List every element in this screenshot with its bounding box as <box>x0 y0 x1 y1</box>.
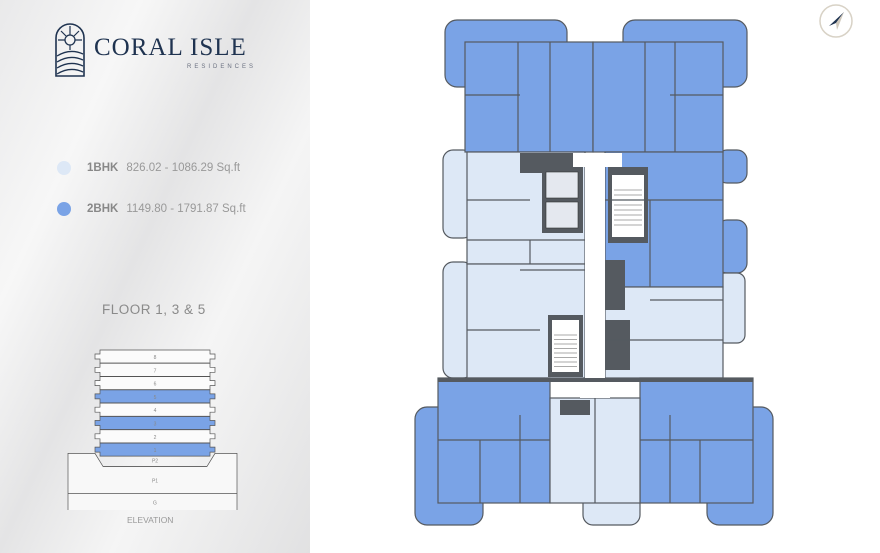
floor-number: 3 <box>154 422 157 428</box>
floor-number: 1 <box>154 448 157 454</box>
podium-outline <box>67 453 238 510</box>
floor-number: 7 <box>154 368 157 374</box>
elevator-car <box>545 201 579 229</box>
stair-flight <box>552 320 579 372</box>
floor-outline <box>94 442 216 457</box>
slab-wall <box>438 378 753 382</box>
floor-title: FLOOR 1, 3 & 5 <box>102 302 206 317</box>
core-wall <box>605 320 630 370</box>
legend-type: 1BHK <box>87 162 119 174</box>
core-wall <box>605 260 625 310</box>
legend-type: 2BHK <box>87 203 119 215</box>
brand-name: CORAL ISLE <box>94 34 247 61</box>
floor-number: 2 <box>154 435 157 441</box>
legend-item-1bhk: 1BHK 826.02 - 1086.29 Sq.ft <box>57 161 240 175</box>
elevation-floor-1: 1 <box>94 442 216 457</box>
brand-subtitle: RESIDENCES <box>187 64 257 70</box>
legend-area: 1149.80 - 1791.87 Sq.ft <box>126 203 246 215</box>
unit-2bhk <box>464 41 594 153</box>
elevation-label: ELEVATION <box>127 515 174 525</box>
floor-number: 5 <box>154 395 157 401</box>
info-panel: CORAL ISLE RESIDENCES 1BHK 826.02 - 1086… <box>0 0 310 553</box>
elevator-car <box>545 171 579 199</box>
podium-label: P1 <box>152 478 158 484</box>
stair-flight <box>612 175 644 237</box>
floor-number: 8 <box>154 355 157 361</box>
podium-label: P2 <box>152 458 158 464</box>
corridor <box>580 378 610 398</box>
floor-number: 4 <box>154 408 157 414</box>
legend-area: 826.02 - 1086.29 Sq.ft <box>126 162 241 174</box>
north-arrow-icon[interactable] <box>818 3 854 39</box>
unit-2bhk <box>592 41 724 153</box>
legend-swatch <box>57 202 71 216</box>
logo-icon <box>55 23 85 77</box>
core-wall <box>560 400 590 415</box>
podium-label: G <box>153 500 157 506</box>
legend-swatch <box>57 161 71 175</box>
legend-item-2bhk: 2BHK 1149.80 - 1791.87 Sq.ft <box>57 202 246 216</box>
floor-number: 6 <box>154 382 157 388</box>
corridor <box>585 153 605 398</box>
